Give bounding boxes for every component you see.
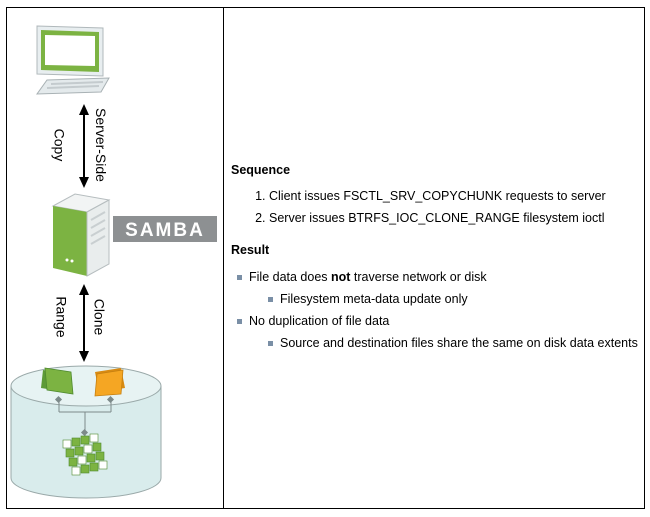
client-computer-icon	[36, 25, 110, 95]
data-extents-icon	[62, 433, 108, 476]
bullet-icon	[268, 297, 273, 302]
data-extent-block	[89, 462, 99, 472]
copy-arrow	[79, 104, 89, 188]
server-side-label: Server-Side	[92, 108, 109, 182]
result-item: No duplication of file data Source and d…	[237, 314, 641, 351]
bullet-icon	[237, 275, 242, 280]
illustration-panel: SAMBA	[7, 8, 223, 508]
samba-server-icon	[51, 193, 111, 277]
description-panel: Sequence Client issues FSCTL_SRV_COPYCHU…	[231, 163, 641, 358]
data-extent-block	[74, 446, 84, 456]
data-extent-block	[83, 444, 93, 454]
sequence-step: Server issues BTRFS_IOC_CLONE_RANGE file…	[269, 211, 641, 226]
data-extent-block	[65, 448, 75, 458]
result-item-emphasis: not	[331, 270, 351, 284]
data-extent-block	[89, 433, 99, 443]
result-heading: Result	[231, 243, 270, 257]
data-extent-block	[62, 439, 72, 449]
result-subitem: Filesystem meta-data update only	[268, 292, 641, 307]
result-sublist: Source and destination files share the s…	[249, 336, 641, 351]
diagram-frame	[6, 7, 645, 509]
clone-arrow	[79, 284, 89, 362]
destination-file-icon	[94, 368, 125, 397]
bullet-icon	[268, 341, 273, 346]
data-extent-block	[92, 442, 102, 452]
result-list: File data does not traverse network or d…	[231, 270, 641, 351]
result-subitem: Source and destination files share the s…	[268, 336, 641, 351]
result-item-text: File data does	[249, 270, 331, 284]
data-extent-block	[71, 466, 81, 476]
bullet-icon	[237, 319, 242, 324]
column-divider	[223, 7, 224, 509]
result-subitem-text: Filesystem meta-data update only	[280, 292, 468, 306]
result-item: File data does not traverse network or d…	[237, 270, 641, 307]
illustration-svg: SAMBA	[10, 25, 217, 499]
copy-label: Copy	[51, 128, 68, 162]
data-extent-block	[95, 451, 105, 461]
samba-logo-text: SAMBA	[125, 220, 205, 241]
data-extent-block	[68, 457, 78, 467]
result-sublist: Filesystem meta-data update only	[249, 292, 641, 307]
sequence-heading: Sequence	[231, 163, 291, 177]
clone-label: Clone	[91, 298, 108, 336]
range-label: Range	[53, 296, 70, 338]
data-extent-block	[71, 437, 81, 447]
extent-connectors	[54, 395, 115, 437]
data-extent-block	[77, 455, 87, 465]
sequence-step: Client issues FSCTL_SRV_COPYCHUNK reques…	[269, 189, 641, 204]
data-extent-block	[80, 464, 90, 474]
data-extent-block	[80, 435, 90, 445]
result-item-text: No duplication of file data	[249, 314, 390, 328]
sequence-list: Client issues FSCTL_SRV_COPYCHUNK reques…	[231, 189, 641, 226]
data-extent-block	[86, 453, 96, 463]
data-extent-block	[98, 460, 108, 470]
samba-logo: SAMBA	[113, 216, 217, 242]
source-file-icon	[41, 367, 74, 395]
result-subitem-text: Source and destination files share the s…	[280, 336, 638, 350]
result-item-text-tail: traverse network or disk	[350, 270, 487, 284]
